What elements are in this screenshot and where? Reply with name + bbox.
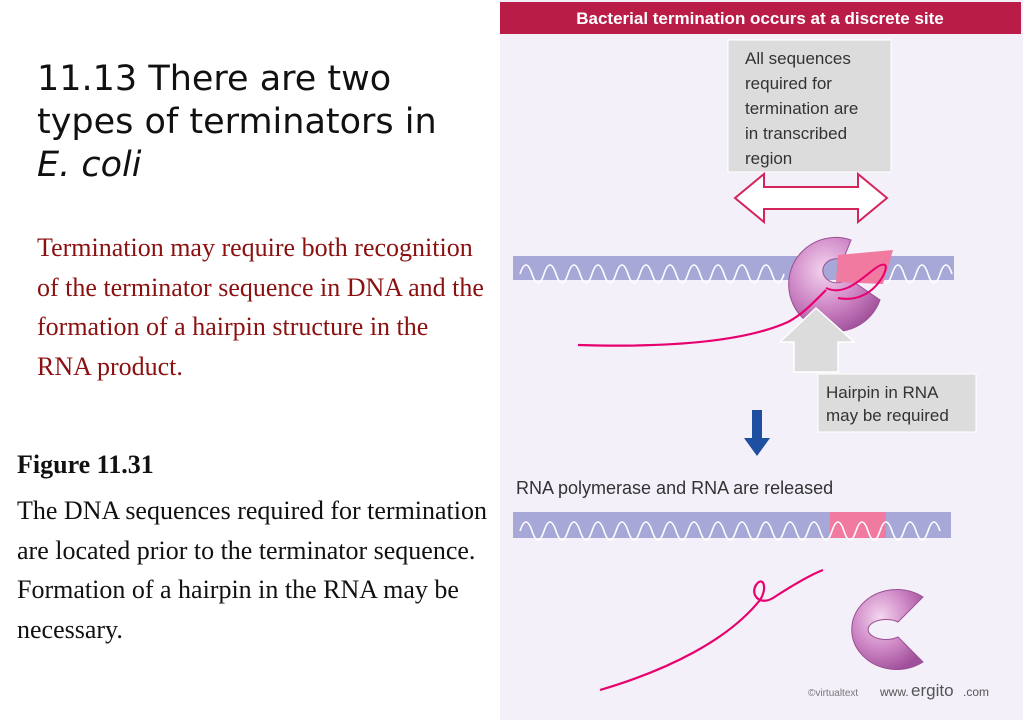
rna-hairpin [825, 263, 887, 300]
svg-text:All sequences required: All sequences required for termination a… [745, 49, 863, 168]
lead-text: Termination may require both recognition… [37, 233, 484, 381]
slide-title: 11.13 There are two types of terminators… [37, 58, 487, 187]
footer-brand: ergito [911, 681, 954, 700]
footer-tld: .com [963, 685, 989, 699]
hairpin-line-2: may be required [826, 406, 949, 425]
diagram-header-bar [500, 2, 1021, 34]
rna-polymerase-released [851, 589, 924, 670]
down-arrow-icon [744, 410, 770, 456]
footer-www: www. [879, 685, 909, 699]
callout-line-4: in transcribed [745, 124, 847, 143]
double-arrow-icon [733, 171, 889, 225]
footer-credit-small: ©virtualtext [808, 688, 858, 699]
termination-diagram: Bacterial termination occurs at a discre… [500, 0, 1023, 720]
figure-label: Figure 11.31 [17, 450, 154, 479]
rna-polymerase-bound [788, 236, 893, 332]
released-label: RNA polymerase and RNA are released [516, 478, 833, 498]
rna-released [599, 568, 824, 692]
rna-transcript-top [577, 289, 827, 347]
diagram-panel: Bacterial termination occurs at a discre… [498, 0, 1023, 720]
hairpin-line-1: Hairpin in RNA [826, 383, 939, 402]
callout-line-2: required for [745, 74, 832, 93]
callout-line-3: termination are [745, 99, 858, 118]
callout-line-5: region [745, 149, 792, 168]
diagram-header: Bacterial termination occurs at a discre… [576, 9, 944, 28]
figure-caption: The DNA sequences required for terminati… [17, 496, 488, 644]
dna-strand-bottom [513, 512, 951, 541]
callout-line-1: All sequences [745, 49, 851, 68]
footer-credit: ©virtualtext www. ergito .com [808, 681, 989, 700]
svg-text:Hairpin in RNA may be: Hairpin in RNA may be required [826, 383, 949, 425]
slide-title-text: 11.13 There are two types of terminators… [37, 59, 437, 142]
slide-title-organism: E. coli [37, 145, 142, 185]
callout-transcribed-region: All sequences required for termination a… [727, 39, 892, 173]
callout-hairpin: Hairpin in RNA may be required [778, 306, 977, 433]
